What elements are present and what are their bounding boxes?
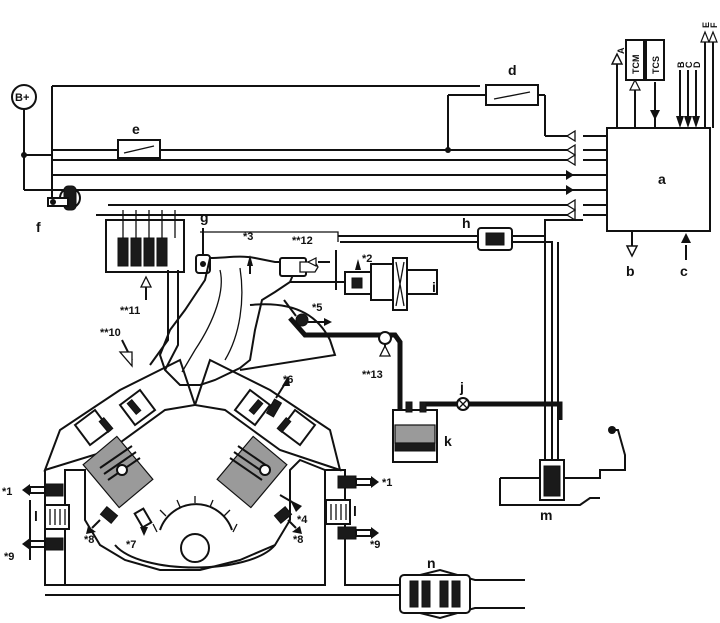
- label-l-left: l: [34, 508, 38, 524]
- label-g: g: [200, 209, 209, 225]
- label-j: j: [459, 379, 464, 395]
- label-2: *2: [362, 253, 372, 265]
- fuel-tank: [499, 426, 626, 506]
- tcm-arrow: [629, 78, 641, 91]
- intake-manifold: [158, 255, 297, 386]
- label-m: m: [540, 507, 552, 523]
- input-c-arrow: [681, 233, 691, 243]
- tcs-label: TCS: [651, 56, 661, 74]
- label-6: *6: [283, 374, 293, 386]
- label-a: a: [658, 171, 666, 187]
- right-cylinder-bank: [193, 358, 342, 509]
- label-9-left: *9: [4, 551, 14, 563]
- label-11: **11: [120, 305, 140, 317]
- label-f: f: [36, 219, 41, 235]
- tcm-box: [625, 39, 645, 81]
- right-exhaust: [325, 469, 400, 586]
- tcs-box: [645, 39, 665, 81]
- label-9-right: *9: [370, 539, 380, 551]
- air-flow-meter: [344, 271, 372, 295]
- signal-a-label: A: [616, 47, 626, 54]
- label-1-right: *1: [382, 477, 392, 489]
- label-8-left: *8: [84, 534, 94, 546]
- label-10: **10: [100, 327, 121, 339]
- label-c: c: [680, 263, 688, 279]
- label-l-right: l: [353, 503, 357, 519]
- ignition-switch: [47, 185, 81, 211]
- label-n: n: [427, 555, 436, 571]
- signal-a-arrow: [610, 52, 624, 65]
- label-1-left: *1: [2, 486, 12, 498]
- charcoal-canister: [392, 401, 438, 463]
- fuel-pump-relay-h: [477, 227, 513, 251]
- sensor-7: [133, 507, 153, 536]
- label-h: h: [462, 215, 471, 231]
- output-b-arrow: [625, 245, 639, 258]
- sensor-4: [279, 494, 302, 512]
- signal-d-label: D: [692, 61, 702, 68]
- label-b: b: [626, 263, 635, 279]
- label-8-right: *8: [293, 534, 303, 546]
- label-13: **13: [362, 369, 383, 381]
- left-exhaust: [22, 470, 70, 586]
- tcm-label: TCM: [631, 55, 641, 75]
- signal-f-label: F: [709, 22, 719, 28]
- label-3: *3: [243, 231, 253, 243]
- signal-inputs-bcd: [676, 70, 700, 128]
- sensor-8-left: [86, 505, 119, 534]
- signal-e-label: E: [701, 22, 711, 28]
- label-7: *7: [126, 539, 136, 551]
- label-e: e: [132, 121, 140, 137]
- label-12: **12: [292, 235, 313, 247]
- signal-b-label: B: [676, 61, 686, 68]
- air-filter: [370, 257, 438, 311]
- signal-outputs-ef: [700, 30, 718, 128]
- label-d: d: [508, 62, 517, 78]
- sensor-5: [283, 299, 332, 327]
- label-k: k: [444, 433, 452, 449]
- muffler-n: [399, 574, 471, 614]
- label-i: i: [432, 279, 436, 295]
- label-4: *4: [297, 514, 308, 526]
- sensor-6: [265, 376, 290, 418]
- ignition-coils: [105, 210, 185, 273]
- tcs-arrow: [650, 110, 660, 120]
- label-5: *5: [312, 302, 322, 314]
- iac-valve: [279, 257, 330, 277]
- left-cylinder-bank: [43, 358, 197, 509]
- battery-label: B+: [15, 92, 29, 104]
- sensor-8-right: [273, 505, 302, 534]
- signal-c-label: C: [684, 61, 694, 68]
- ecu-box: [606, 127, 711, 232]
- evap-line: [288, 316, 403, 410]
